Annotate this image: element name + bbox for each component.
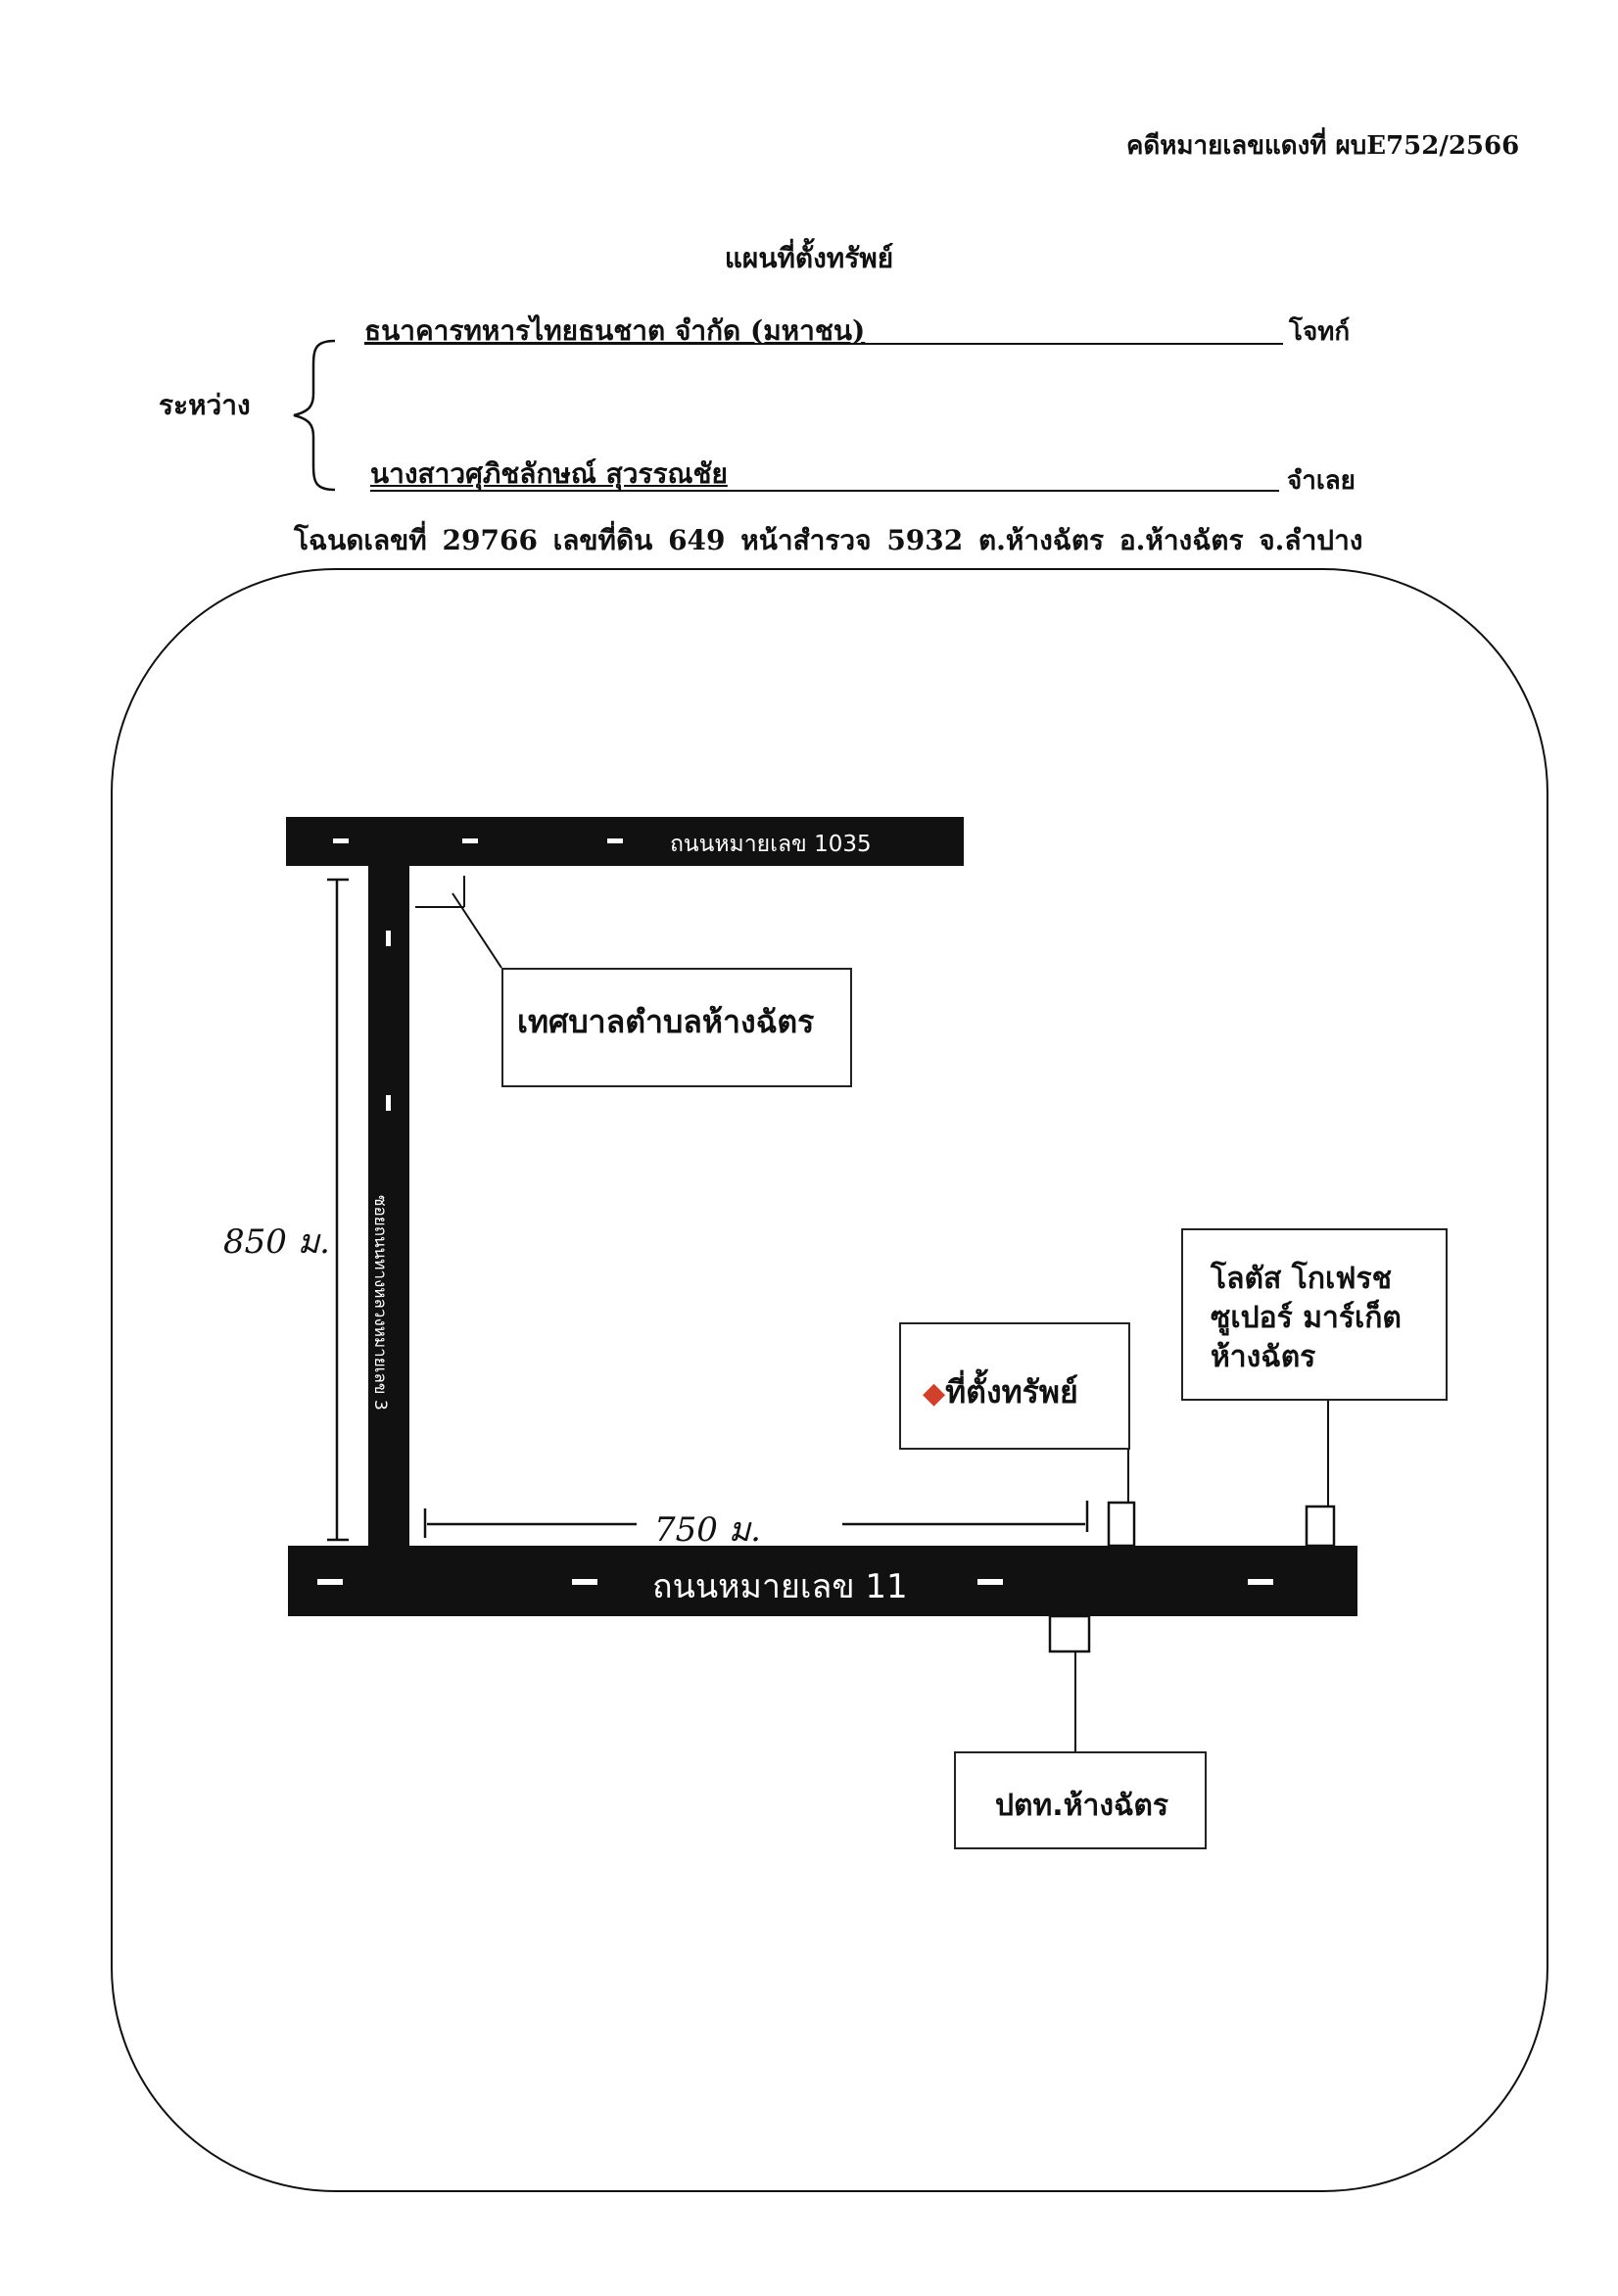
defendant-role: จำเลย [1287,466,1356,496]
vertical-distance-label: 850 ม. [223,1222,330,1262]
horizontal-distance-label: 750 ม. [654,1510,761,1550]
property-box: ◆ที่ตั้งทรัพย์ [899,1322,1130,1450]
lane-dash [572,1579,597,1585]
lane-dash [317,1579,343,1585]
lotus-label-line2: ซูเปอร์ มาร์เก็ต [1211,1301,1402,1335]
lane-dash [386,1095,391,1111]
lane-dash [1248,1579,1273,1585]
plaintiff-name: ธนาคารทหารไทยธนชาต จำกัด (มหาชน) [364,314,866,347]
lotus-label-line3: ห้างฉัตร [1211,1340,1316,1374]
lane-dash [977,1579,1003,1585]
ptt-building-outline [1048,1614,1091,1653]
lotus-box: โลตัส โกเฟรช ซูเปอร์ มาร์เก็ต ห้างฉัตร [1181,1228,1448,1401]
defendant-underline [370,486,1279,492]
defendant-name: นางสาวศุภิชลักษณ์ สุวรรณชัย [370,457,728,490]
bottom-road-label: ถนนหมายเลข 11 [652,1567,908,1606]
property-label: ที่ตั้งทรัพย์ [945,1373,1078,1411]
case-number: คดีหมายเลขแดงที่ ผบE752/2566 [1126,131,1520,161]
side-road: ซอยถนนทางหลวงหมายเลข 3 [368,852,409,1557]
lotus-label-line1: โลตัส โกเฟรช [1211,1262,1392,1296]
municipality-label: เทศบาลตำบลห้างฉัตร [517,1003,815,1040]
municipality-box: เทศบาลตำบลห้างฉัตร [501,968,852,1087]
plaintiff-role: โจทก์ [1289,317,1351,347]
ptt-box: ปตท.ห้างฉัตร [954,1751,1207,1849]
lotus-building-outline [1305,1505,1336,1548]
bottom-road: ถนนหมายเลข 11 [288,1546,1357,1616]
lane-dash [386,931,391,946]
lane-dash [333,838,349,843]
lane-dash [462,838,478,843]
top-road: ถนนหมายเลข 1035 [286,817,964,866]
between-label: ระหว่าง [159,389,251,421]
deed-details: โฉนดเลขที่ 29766 เลขที่ดิน 649 หน้าสำรวจ… [294,524,1363,556]
municipality-pointer-line [452,892,502,969]
diamond-icon: ◆ [923,1376,946,1411]
ptt-label: ปตท.ห้างฉัตร [995,1789,1168,1823]
plaintiff-underline [364,339,1283,345]
lane-dash [607,838,623,843]
top-road-label: ถนนหมายเลข 1035 [670,832,872,857]
page-title: แผนที่ตั้งทรัพย์ [724,242,894,274]
map-frame [111,568,1548,2192]
property-building-outline [1107,1501,1136,1548]
curly-brace-icon [293,339,336,492]
